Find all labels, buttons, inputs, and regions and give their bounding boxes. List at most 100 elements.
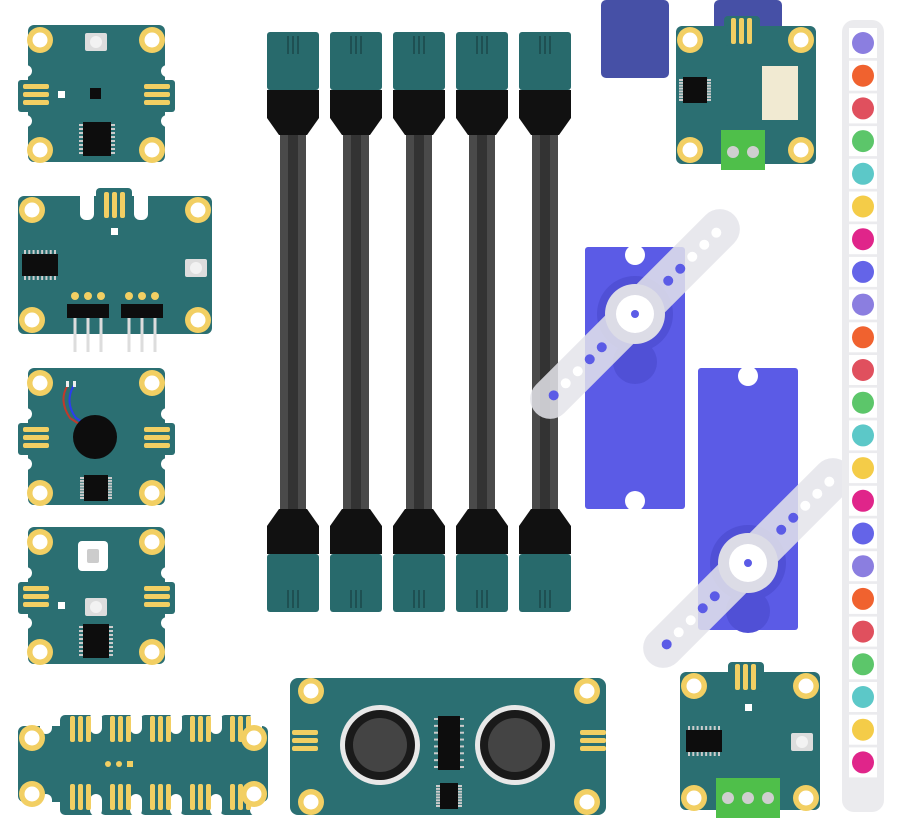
rgb-led [852, 359, 874, 381]
plug-ridge [549, 36, 551, 54]
ic-pin [54, 250, 56, 254]
connector-boot [330, 90, 382, 135]
notch [14, 65, 32, 77]
ic-pin [80, 488, 84, 491]
ic-pin [434, 738, 438, 741]
ic-pin [705, 752, 708, 756]
horn-hole [584, 354, 595, 365]
edge-contact [166, 716, 171, 742]
plug-ridge [355, 590, 357, 608]
ic-pin [49, 250, 52, 254]
cable-wire-stripe [351, 130, 361, 520]
ic-pin [705, 726, 708, 730]
ic-pin [692, 726, 695, 730]
ic-pin [111, 136, 115, 138]
plug-ridge [360, 36, 362, 54]
ic-chip [22, 254, 58, 276]
wide-board [18, 712, 268, 816]
edge-contact [110, 784, 115, 810]
notch [130, 794, 142, 816]
ic-pin [80, 479, 84, 482]
transducer-mesh [488, 718, 542, 772]
ic-pin [80, 491, 84, 494]
ic-pin [111, 152, 115, 154]
ic-pin [688, 752, 690, 756]
horn-screw [744, 559, 752, 567]
plug-ridge [413, 590, 415, 608]
terminal-screw [742, 792, 754, 804]
notch [210, 712, 222, 734]
plug-ridge [486, 590, 488, 608]
ic-pin [108, 485, 112, 488]
ic-pin [460, 766, 464, 768]
plug-ridge [297, 590, 299, 608]
pcb-board [18, 196, 212, 334]
ic-pin [109, 630, 113, 632]
ic-pin [79, 124, 83, 126]
ic-pin [79, 136, 83, 138]
ic-pin [707, 90, 711, 93]
ic-pin [458, 805, 462, 807]
ic-pin [436, 796, 440, 799]
edge-contact [144, 443, 170, 448]
ic-pin [79, 650, 83, 652]
ic-pin [24, 276, 26, 280]
ic-pin [80, 485, 84, 488]
ic-pin [41, 250, 44, 254]
light-sensor-board [14, 527, 179, 665]
header-pin [99, 310, 103, 352]
plug-ridge [350, 36, 352, 54]
cable-connector [330, 509, 382, 612]
connector-plug [267, 32, 319, 90]
servo-horn [530, 209, 740, 419]
ic-pin [434, 759, 438, 762]
edge-contact [23, 100, 49, 105]
ic-pin [111, 148, 115, 150]
cable-connector [519, 32, 571, 135]
ic-pin [707, 81, 711, 84]
header-block [67, 304, 109, 318]
rgb-led [852, 293, 874, 316]
horn-hole [788, 512, 799, 523]
notch [134, 190, 148, 220]
plug-ridge [297, 36, 299, 54]
mounting-hole [144, 485, 160, 501]
cable-connector [267, 32, 319, 135]
ic-pin [679, 96, 683, 99]
edge-contact [144, 602, 170, 607]
edge-contact [150, 784, 155, 810]
rgb-led [852, 555, 874, 578]
ic-pin [80, 477, 84, 479]
cable-wire-stripe [540, 130, 550, 520]
rgb-led [852, 228, 874, 251]
plug-ridge [544, 590, 546, 608]
edge-contact [751, 664, 756, 690]
edge-contact [190, 784, 195, 810]
ic-pin [41, 276, 44, 280]
mounting-hole [32, 485, 48, 501]
ic-pin [108, 482, 112, 485]
mounting-hole [32, 534, 48, 550]
header-pin [73, 310, 77, 352]
ic-pin [679, 79, 683, 81]
ic-pin [460, 724, 464, 727]
led [58, 602, 65, 609]
connector-boot [456, 509, 508, 554]
mounting-hole [682, 32, 698, 48]
edge-contact [735, 664, 740, 690]
plug-ridge [292, 590, 294, 608]
mounting-hole [32, 142, 48, 158]
ic-pin [434, 745, 438, 748]
edge-contact [166, 784, 171, 810]
horn-hole [699, 239, 710, 250]
plug-ridge [287, 36, 289, 54]
cable-connector [393, 32, 445, 135]
rgb-led [852, 260, 874, 283]
ic-pin [458, 793, 462, 796]
connector-boot [519, 509, 571, 554]
ic-pin [718, 726, 720, 730]
ic-pin [79, 144, 83, 146]
ic-pin [436, 787, 440, 790]
ic-pin [679, 84, 683, 87]
